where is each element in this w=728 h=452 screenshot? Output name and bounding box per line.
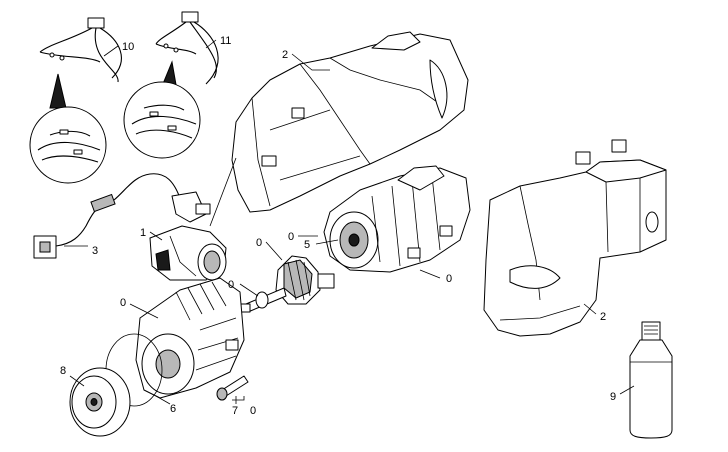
callout-0-brush: 0 [256,237,262,249]
leader-lines [64,39,635,405]
callout-2-top: 2 [282,49,288,61]
part-10-wiring-harness[interactable] [39,17,122,83]
part-stator-assembly[interactable] [323,165,471,273]
callout-11: 11 [220,35,231,47]
callout-5: 5 [304,239,310,251]
callout-8: 8 [60,365,66,377]
part-9-oil-bottle[interactable] [629,321,673,439]
callout-9: 9 [610,391,616,403]
callout-6: 6 [170,403,176,415]
callout-1: 1 [140,227,146,239]
part-2-upper-housing[interactable] [231,31,469,213]
callout-7: 7 [232,405,238,417]
callout-0-screw: 0 [250,405,256,417]
part-3-power-cord[interactable] [33,173,211,259]
callout-0-stator-top: 0 [288,231,294,243]
callout-0-stator: 0 [446,273,452,285]
part-7-screw[interactable] [216,375,249,401]
part-0-motor-housing[interactable] [135,277,245,399]
callout-0-shaft: 0 [228,279,234,291]
callout-0-housing: 0 [120,297,126,309]
callout-labels: 10 11 2 1 3 0 0 5 0 0 2 0 8 6 7 0 9 [60,35,616,417]
part-8-fan-wheel[interactable] [69,367,131,437]
callout-2-right: 2 [600,311,606,323]
part-0-shaft[interactable] [239,287,287,313]
part-11-detail-callout [123,60,201,159]
part-1-brush-holder[interactable] [149,225,227,281]
callout-10: 10 [122,41,134,53]
callout-3: 3 [92,245,98,257]
part-11-wiring-harness[interactable] [155,11,219,85]
part-2-lower-housing[interactable] [483,139,667,337]
part-10-detail-callout [29,73,107,184]
